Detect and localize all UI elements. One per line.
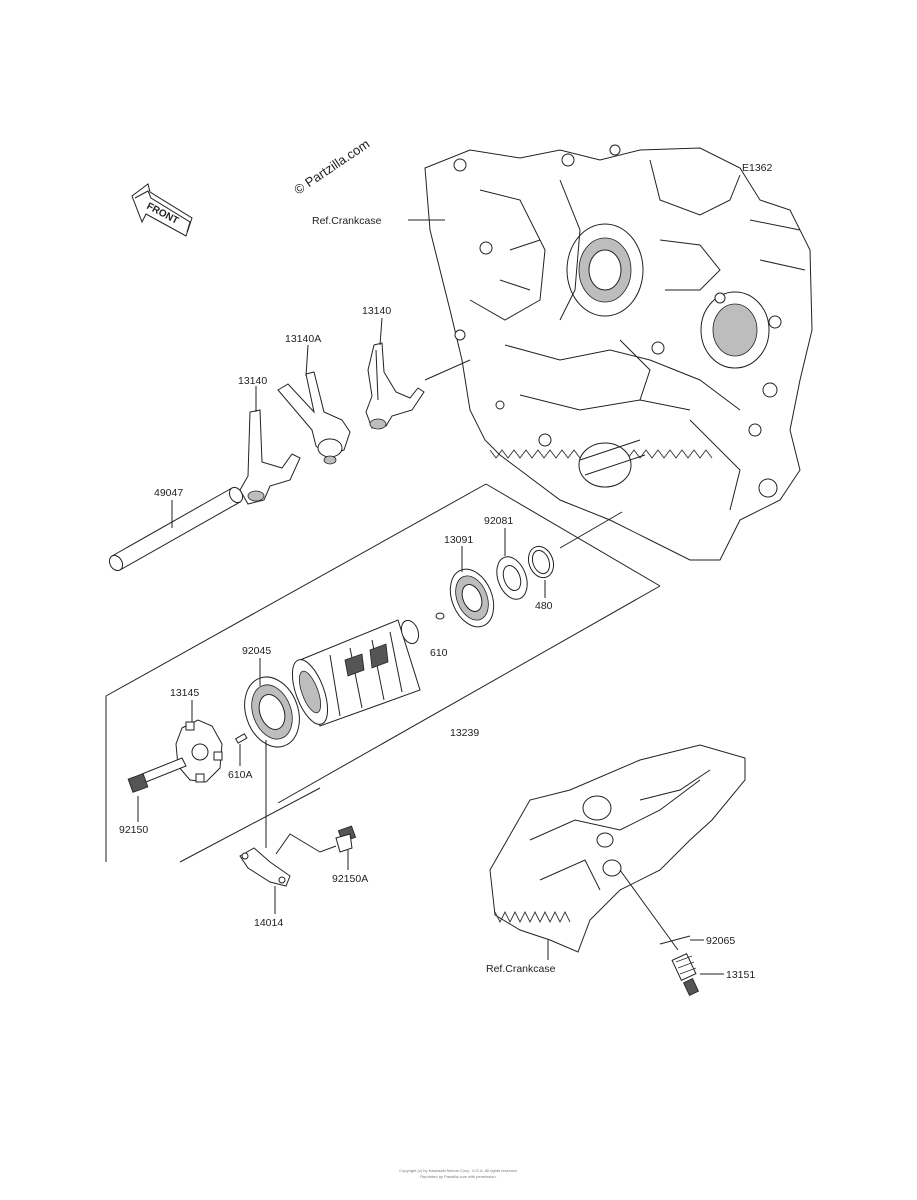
copyright-line-2: Reprinted by Partzilla.com with permissi…: [420, 1174, 497, 1179]
label-92150A: 92150A: [332, 873, 368, 885]
shift-fork-13140-right: [365, 342, 425, 430]
label-92081: 92081: [484, 515, 513, 527]
label-13239: 13239: [450, 727, 479, 739]
watermark-text: © Partzilla.com: [291, 136, 372, 197]
bearing-13091: [449, 568, 495, 628]
ref-crankcase-top-label: Ref.Crankcase: [312, 215, 382, 227]
label-13151: 13151: [726, 969, 755, 981]
label-92045: 92045: [242, 645, 271, 657]
copyright-line-1: Copyright (c) by Kawasaki Motors Corp., …: [399, 1168, 518, 1173]
label-13145: 13145: [170, 687, 199, 699]
plate-14014: [239, 847, 291, 887]
shift-fork-shaft-49047: [108, 486, 244, 572]
label-92150: 92150: [119, 824, 148, 836]
bolt-92150A: [335, 825, 357, 853]
exploded-frame-lines: [105, 483, 661, 863]
label-14014: 14014: [254, 917, 283, 929]
shift-fork-13140A-middle: [277, 371, 351, 465]
shift-fork-13140-left: [239, 409, 301, 505]
label-92065: 92065: [706, 935, 735, 947]
label-13140A: 13140A: [285, 333, 321, 345]
label-610: 610: [430, 647, 448, 659]
gasket-92065: [659, 935, 691, 945]
pin-610: [435, 612, 445, 620]
label-13140-left: 13140: [238, 375, 267, 387]
figure-code: E1362: [742, 162, 773, 174]
pin-610A: [234, 733, 248, 744]
bolt-92150: [127, 757, 187, 793]
copyright-footer: Copyright (c) by Kawasaki Motors Corp., …: [0, 1168, 917, 1180]
label-13140-top: 13140: [362, 305, 391, 317]
label-49047: 49047: [154, 487, 183, 499]
bearing-92045: [244, 676, 300, 748]
ref-crankcase-bottom-label: Ref.Crankcase: [486, 963, 556, 975]
neutral-switch-13151: [671, 952, 700, 996]
front-arrow-icon: FRONT: [131, 183, 193, 237]
shift-drum-13239: [291, 619, 421, 727]
label-13091: 13091: [444, 534, 473, 546]
label-610A: 610A: [228, 769, 253, 781]
ring-480: [527, 545, 555, 579]
shift-drum-cam-13145: [175, 719, 223, 783]
crankcase-lower-illustration: [489, 744, 746, 953]
label-480: 480: [535, 600, 553, 612]
washer-92081: [496, 556, 528, 600]
crankcase-upper-illustration: [424, 144, 813, 561]
